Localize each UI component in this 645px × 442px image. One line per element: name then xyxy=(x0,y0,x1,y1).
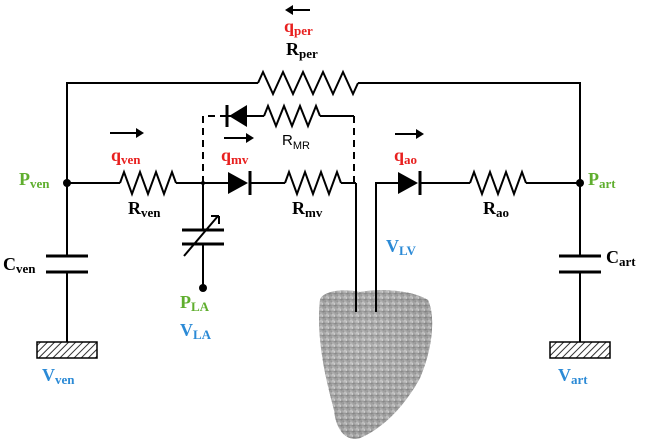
label-p-art: Part xyxy=(588,169,616,191)
label-r-ao: Rao xyxy=(483,198,509,220)
ground-hatch-icon xyxy=(36,341,98,359)
regurgitation-diode xyxy=(225,105,264,127)
label-r-per: Rper xyxy=(286,39,318,61)
label-v-ven: Vven xyxy=(42,365,75,387)
heart-mesh-icon xyxy=(319,290,433,439)
label-v-art: Vart xyxy=(558,365,588,387)
label-q-mv: qmv xyxy=(221,145,249,167)
resistor-ven xyxy=(119,169,177,197)
arrow-ven-icon xyxy=(110,128,144,138)
label-p-ven: Pven xyxy=(19,169,50,191)
aortic-valve-diode xyxy=(398,171,422,195)
capacitor-ven xyxy=(46,254,88,274)
label-c-art: Cart xyxy=(606,247,636,269)
label-c-ven: Cven xyxy=(3,254,36,276)
label-v-la: VLA xyxy=(180,320,212,342)
label-q-ven: qven xyxy=(111,145,141,167)
mitral-valve-diode xyxy=(228,171,252,195)
resistor-per xyxy=(257,69,359,97)
label-r-mv: Rmv xyxy=(292,198,323,220)
resistor-mv xyxy=(284,169,342,197)
label-q-ao: qao xyxy=(394,145,417,167)
circuit-wires xyxy=(66,82,581,342)
arrow-mv-icon xyxy=(224,133,254,143)
node-la xyxy=(199,284,207,292)
variable-capacitor-la xyxy=(182,215,224,257)
resistor-mr xyxy=(263,103,321,129)
label-p-la: PLA xyxy=(180,292,210,314)
node-ven xyxy=(63,179,71,187)
capacitor-art xyxy=(559,254,601,274)
label-r-ven: Rven xyxy=(128,198,161,220)
arrow-ao-icon xyxy=(395,129,424,139)
ground-hatch-icon xyxy=(549,341,611,359)
node-mv-split xyxy=(201,181,205,185)
node-art xyxy=(576,179,584,187)
resistor-ao xyxy=(469,169,527,197)
label-r-mr: RMR xyxy=(282,132,310,152)
arrow-per-icon xyxy=(285,5,310,15)
label-v-lv: VLV xyxy=(386,236,416,258)
label-q-per: qper xyxy=(284,16,313,38)
